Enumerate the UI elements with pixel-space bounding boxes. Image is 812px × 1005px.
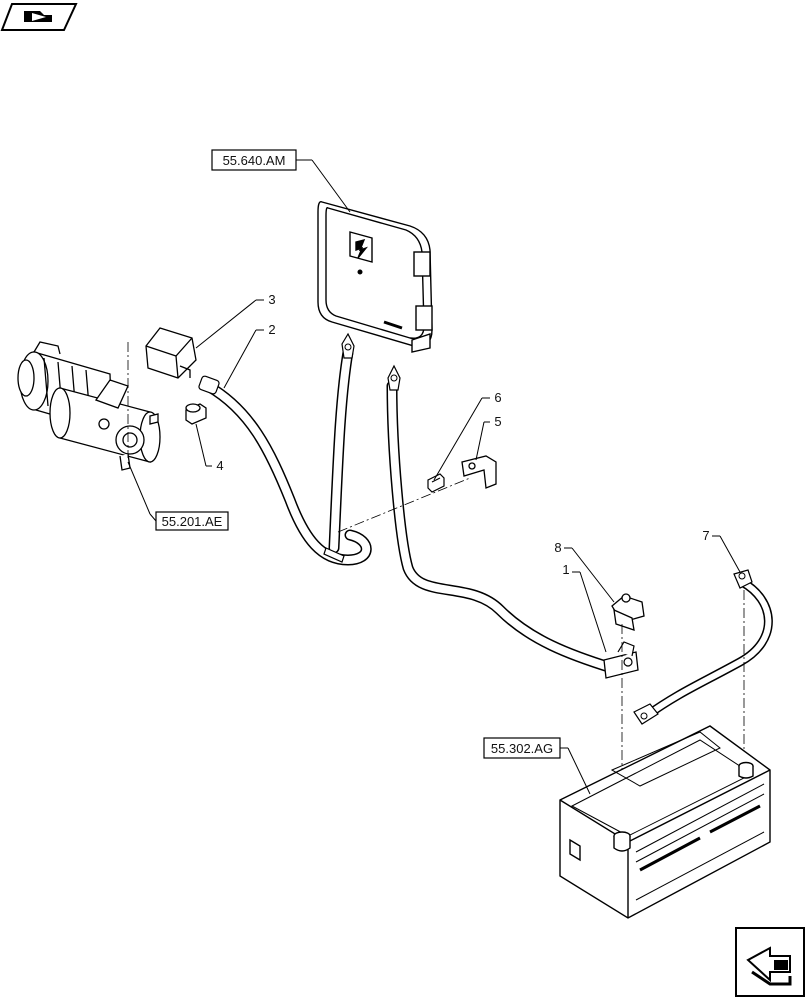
main-cable (386, 364, 639, 679)
terminal-nut (185, 403, 207, 425)
battery (559, 725, 771, 919)
callout-4-label: 4 (216, 458, 223, 473)
mounting-bracket (461, 455, 497, 489)
battery-reference[interactable]: 55.302.AG (483, 737, 591, 795)
callout-2[interactable]: 2 (223, 322, 276, 389)
callout-5-label: 5 (494, 414, 501, 429)
terminal-boot (145, 327, 197, 379)
callout-8-label: 8 (554, 540, 561, 555)
callout-4[interactable]: 4 (195, 423, 224, 473)
alignment-line-bracket (337, 477, 471, 533)
callout-6-label: 6 (494, 390, 501, 405)
callout-7-label: 7 (702, 528, 709, 543)
battery-reference-label: 55.302.AG (491, 741, 553, 756)
callout-1-label: 1 (562, 562, 569, 577)
starter-motor (17, 341, 161, 471)
callout-1[interactable]: 1 (562, 562, 607, 653)
ecu-reference-label: 55.640.AM (223, 153, 286, 168)
callout-5[interactable]: 5 (475, 414, 502, 461)
callout-8[interactable]: 8 (554, 540, 615, 603)
starter-reference[interactable]: 55.201.AE (127, 461, 229, 531)
callout-6[interactable]: 6 (433, 390, 502, 481)
ecu-reference[interactable]: 55.640.AM (211, 149, 351, 213)
cable-clamp (611, 593, 645, 631)
callout-2-label: 2 (268, 322, 275, 337)
navigation-arrow-icon[interactable] (735, 927, 805, 997)
bracket-bolt (427, 473, 445, 493)
callout-3-label: 3 (268, 292, 275, 307)
book-pointer-icon[interactable] (0, 3, 78, 31)
starter-reference-label: 55.201.AE (162, 514, 223, 529)
ground-cable (633, 569, 773, 725)
ecu-module (317, 201, 433, 353)
callout-3[interactable]: 3 (195, 292, 276, 349)
starter-cable (198, 332, 372, 566)
callout-7[interactable]: 7 (702, 528, 741, 573)
